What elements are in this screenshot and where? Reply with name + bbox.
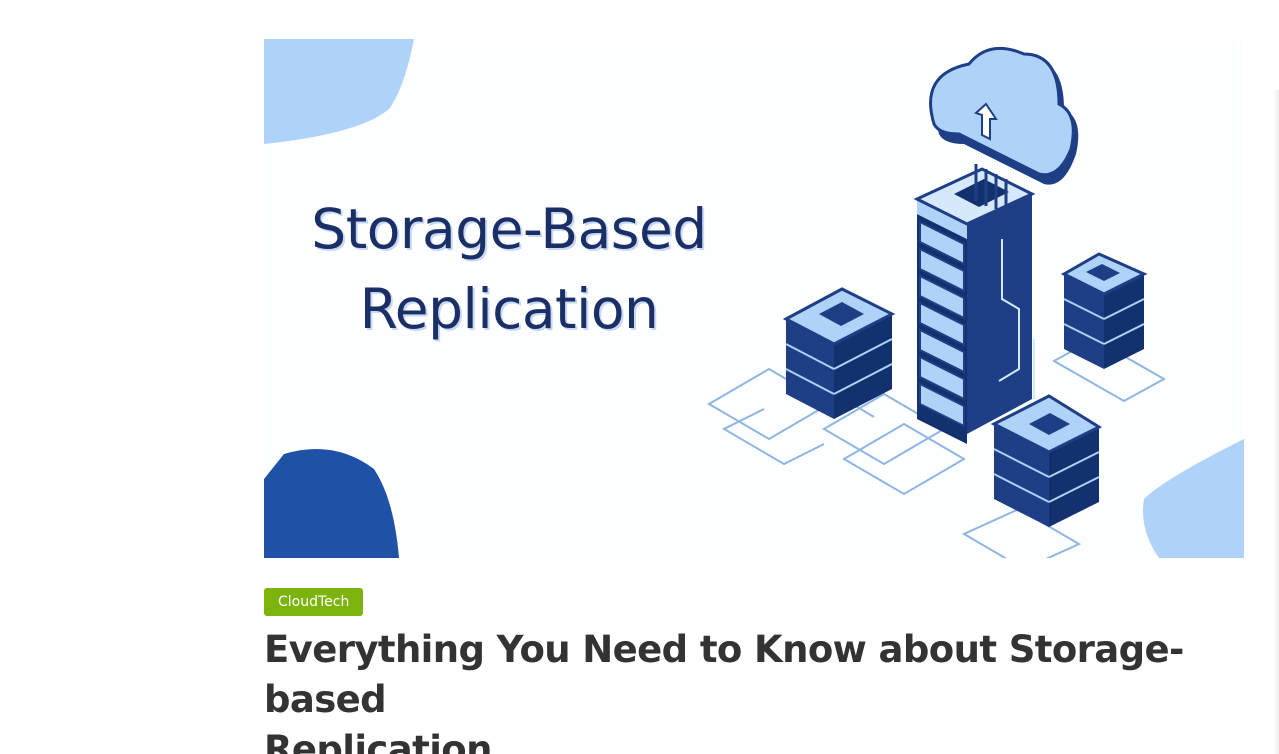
post-title[interactable]: Everything You Need to Know about Storag… <box>264 625 1224 754</box>
server-stack-right <box>1060 252 1148 369</box>
blob-bottom-left <box>264 449 399 558</box>
storage-illustration <box>264 39 1244 558</box>
featured-image[interactable]: Storage-Based Replication <box>264 39 1244 558</box>
category-badge[interactable]: CloudTech <box>264 588 364 616</box>
cloud-upload-icon <box>929 46 1079 185</box>
blob-bottom-right <box>1143 439 1244 558</box>
hero-headline-line2: Replication <box>359 277 659 341</box>
scrollbar-track <box>1273 90 1279 754</box>
server-rack-icon <box>913 164 1036 444</box>
server-stack-left <box>782 287 896 419</box>
post-title-line2: Replication <box>264 728 492 754</box>
post-title-line1: Everything You Need to Know about Storag… <box>264 628 1184 721</box>
server-stack-front <box>990 394 1103 527</box>
hero-headline-line1: Storage-Based <box>311 197 707 261</box>
blob-top-left <box>264 39 414 144</box>
